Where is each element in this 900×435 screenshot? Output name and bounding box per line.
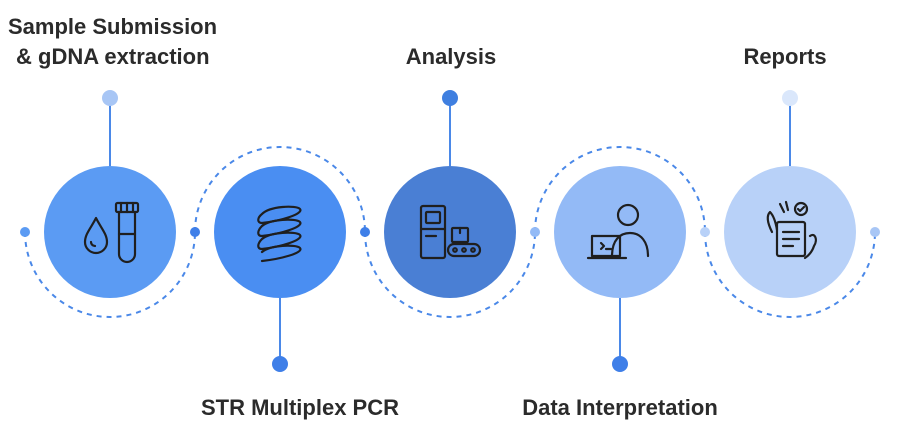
sequencer-icon bbox=[419, 204, 482, 260]
step-circle-analysis bbox=[384, 166, 516, 298]
arc-top-2 bbox=[194, 146, 366, 233]
step-label-interp: Data Interpretation bbox=[522, 395, 718, 420]
stem-dot-interp bbox=[612, 356, 628, 372]
step-label-reports: Reports bbox=[743, 44, 827, 69]
arc-bottom-1 bbox=[24, 231, 196, 318]
arc-top-4 bbox=[534, 146, 706, 233]
stem-dot-sample bbox=[102, 90, 118, 106]
connector-dots bbox=[20, 227, 880, 237]
arc-bottom-5 bbox=[704, 231, 876, 318]
arc-bottom-3 bbox=[364, 231, 536, 318]
step-circle-sample bbox=[44, 166, 176, 298]
dna-coil-icon bbox=[257, 205, 302, 263]
connector-dot bbox=[870, 227, 880, 237]
connector-dot bbox=[20, 227, 30, 237]
connector-dot bbox=[360, 227, 370, 237]
step-circle-interp bbox=[554, 166, 686, 298]
step-label-analysis: Analysis bbox=[405, 44, 497, 69]
stem-dot-analysis bbox=[442, 90, 458, 106]
stem-dot-str bbox=[272, 356, 288, 372]
stem-dot-reports bbox=[782, 90, 798, 106]
step-label-str: STR Multiplex PCR bbox=[200, 395, 399, 420]
label-stems bbox=[109, 98, 791, 364]
dashed-connectors bbox=[24, 146, 876, 318]
connector-dot bbox=[530, 227, 540, 237]
report-clipboard-icon bbox=[766, 200, 817, 260]
analyst-laptop-icon bbox=[586, 203, 650, 260]
connector-dot bbox=[190, 227, 200, 237]
step-label-sample: Sample Submission & gDNA extraction bbox=[8, 14, 218, 69]
connector-dot bbox=[700, 227, 710, 237]
sample-tube-icon bbox=[83, 201, 140, 264]
